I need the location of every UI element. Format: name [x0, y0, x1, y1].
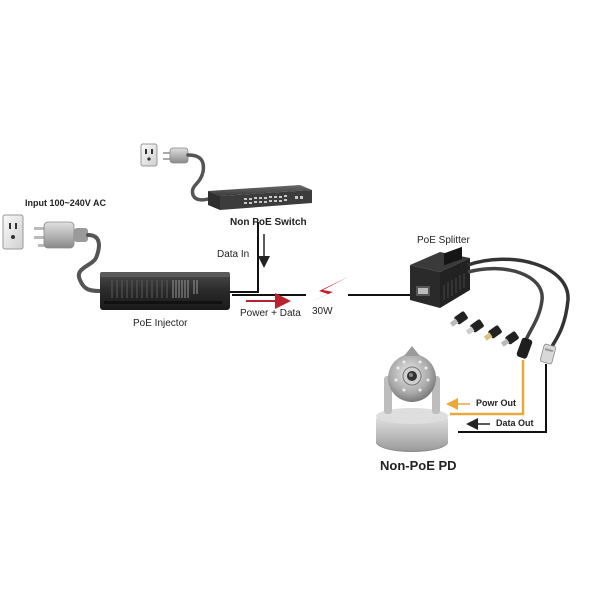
ac-power-plug-icon	[34, 221, 102, 293]
dc-power-connector-icon	[516, 337, 533, 359]
dc-adapter-tips-icon	[449, 311, 519, 347]
data-in-line	[230, 222, 259, 293]
switch-power-plug-icon	[163, 147, 214, 202]
data-out-label: Data Out	[496, 418, 534, 428]
wattage-label: 30W	[312, 306, 333, 317]
power-out-line	[450, 360, 525, 416]
data-in-label: Data In	[217, 249, 250, 260]
lightning-bolt-icon	[310, 277, 348, 302]
wall-outlet-icon	[2, 214, 24, 250]
ip-camera-icon	[376, 346, 448, 452]
injector-label: PoE Injector	[133, 318, 188, 329]
power-data-label: Power + Data	[240, 308, 301, 319]
ac-input-label: Input 100~240V AC	[25, 198, 106, 208]
poe-splitter-icon	[410, 246, 570, 351]
splitter-label: PoE Splitter	[417, 235, 470, 246]
device-label: Non-PoE PD	[380, 458, 457, 473]
switch-label: Non PoE Switch	[230, 217, 307, 228]
rj45-connector-icon	[539, 343, 557, 365]
switch-wall-outlet-icon	[140, 143, 158, 167]
poe-injector-icon	[100, 272, 230, 310]
data-out-line	[458, 364, 547, 433]
network-switch-icon	[208, 185, 312, 210]
power-out-label: Powr Out	[476, 398, 516, 408]
